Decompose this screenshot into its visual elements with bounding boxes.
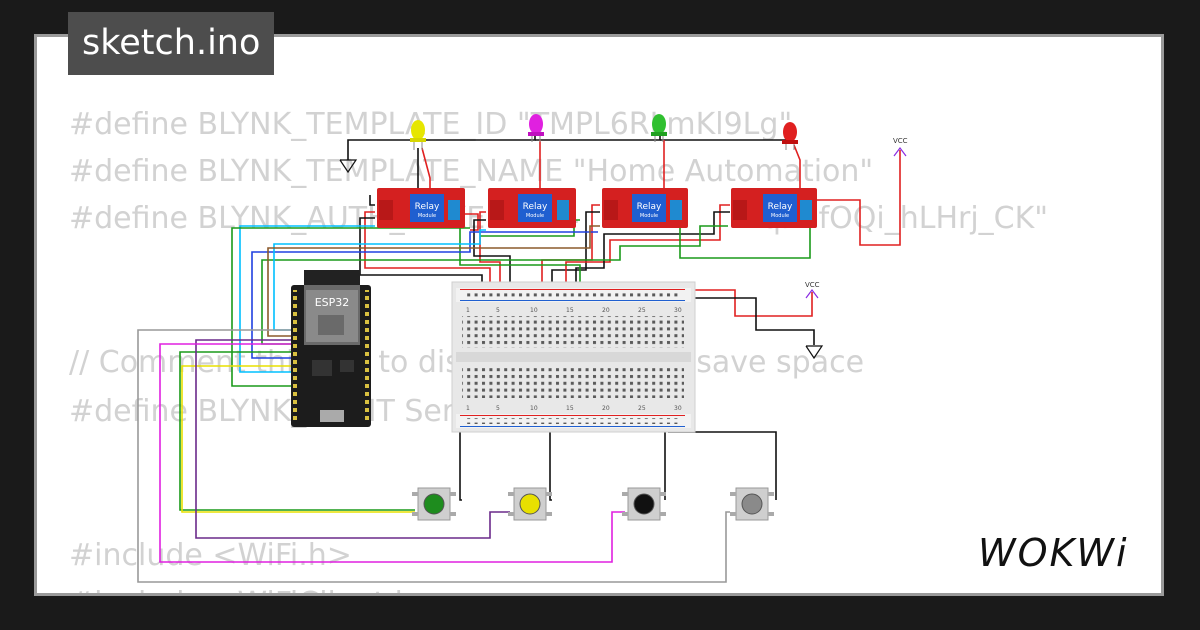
button-cap[interactable]: [741, 493, 763, 515]
wire: [549, 425, 552, 501]
vcc-symbol: VCC: [805, 281, 820, 299]
vcc-symbol: VCC: [893, 137, 908, 157]
wire: [479, 211, 501, 292]
wire: [181, 365, 415, 513]
col-number: 20: [602, 307, 610, 314]
wire: [459, 425, 462, 501]
vcc-label: VCC: [805, 281, 820, 289]
esp32-board: ESP32: [291, 270, 371, 427]
ground-icon: [339, 159, 358, 174]
col-number: 1: [466, 307, 470, 314]
vcc-symbols: VCC VCC: [805, 137, 908, 299]
col-number: 5: [496, 405, 500, 412]
wire: [473, 219, 511, 292]
wire: [676, 297, 815, 345]
col-number: 30: [674, 405, 682, 412]
wire: [364, 211, 491, 292]
relay-module: Relay Module: [377, 188, 465, 228]
led: [410, 120, 426, 150]
button-cap[interactable]: [519, 493, 541, 515]
led: [528, 114, 544, 142]
ground-icon: [805, 345, 824, 360]
col-number: 15: [566, 405, 574, 412]
esp32-label: ESP32: [315, 296, 350, 309]
file-tab[interactable]: sketch.ino: [68, 12, 275, 75]
wire: [551, 211, 600, 292]
relay-label: Relay: [768, 202, 793, 212]
wire: [137, 329, 730, 583]
relay-modules: Relay Module Relay Module Relay Module R…: [377, 188, 817, 228]
code-line: #define BLYNK_TEMPLATE_NAME "Home Automa…: [69, 154, 874, 189]
wire: [664, 424, 670, 500]
relay-label: Relay: [415, 202, 440, 212]
col-number: 25: [638, 405, 646, 412]
breadboard: 1 5 10 15 20 25 30 1 5 10 15 20 25 30: [451, 281, 696, 433]
wire: [421, 147, 431, 190]
wire: [347, 130, 536, 160]
wire: [159, 343, 625, 563]
push-buttons: [412, 487, 774, 521]
code-line: #include <WiFiClient.h>: [69, 586, 439, 593]
push-button[interactable]: [412, 487, 456, 521]
wire: [239, 225, 375, 373]
breadboard-holes: [462, 292, 684, 424]
col-number: 15: [566, 307, 574, 314]
wire: [195, 339, 510, 539]
wire: [793, 144, 801, 192]
relay-label: Relay: [637, 202, 662, 212]
relay-module: Relay Module: [602, 188, 688, 228]
col-number: 25: [638, 307, 646, 314]
col-number: 1: [466, 405, 470, 412]
relay-sublabel: Module: [771, 213, 789, 219]
led: [651, 114, 667, 142]
wire: [251, 231, 598, 359]
esp32-pins: [293, 290, 369, 420]
wire: [359, 217, 483, 292]
breadboard-col-numbers: 1 5 10 15 20 25 30 1 5 10 15 20 25 30: [466, 307, 682, 412]
wire: [231, 227, 470, 387]
wire: [812, 150, 901, 246]
col-number: 10: [530, 307, 538, 314]
code-preview-card: #define BLYNK_TEMPLATE_ID "TMPL6RLmKl9Lg…: [34, 34, 1164, 596]
wire: [179, 351, 415, 511]
wire: [660, 132, 791, 141]
relay-label: Relay: [523, 202, 548, 212]
relay-module: Relay Module: [731, 188, 817, 228]
wire: [535, 128, 661, 141]
button-cap[interactable]: [633, 493, 655, 515]
relay-sublabel: Module: [526, 213, 544, 219]
wire: [575, 211, 730, 292]
code-line: #include <WiFi.h>: [69, 538, 352, 573]
vcc-arrow-icon: [805, 289, 819, 299]
wire: [369, 195, 375, 206]
relay-sublabel: Module: [418, 213, 436, 219]
wokwi-logo: WOKWi: [978, 531, 1129, 575]
led: [782, 122, 798, 150]
relay-module: Relay Module: [488, 188, 576, 228]
wokwi-logo-text: WOKWi: [978, 531, 1129, 575]
button-cap[interactable]: [423, 493, 445, 515]
col-number: 20: [602, 405, 610, 412]
push-button[interactable]: [508, 487, 552, 521]
push-button[interactable]: [622, 487, 666, 521]
col-number: 10: [530, 405, 538, 412]
relay-sublabel: Module: [640, 213, 658, 219]
push-button[interactable]: [730, 487, 774, 521]
col-number: 30: [674, 307, 682, 314]
col-number: 5: [496, 307, 500, 314]
wire: [267, 225, 600, 337]
leds: [410, 114, 798, 150]
wire: [565, 204, 730, 292]
vcc-label: VCC: [893, 137, 908, 145]
wire: [676, 289, 813, 317]
wire: [668, 431, 777, 500]
ground-symbols: [339, 159, 824, 360]
vcc-arrow-icon: [893, 147, 907, 157]
code-line: #define BLYNK_TEMPLATE_ID "TMPL6RLmKl9Lg…: [69, 107, 793, 142]
